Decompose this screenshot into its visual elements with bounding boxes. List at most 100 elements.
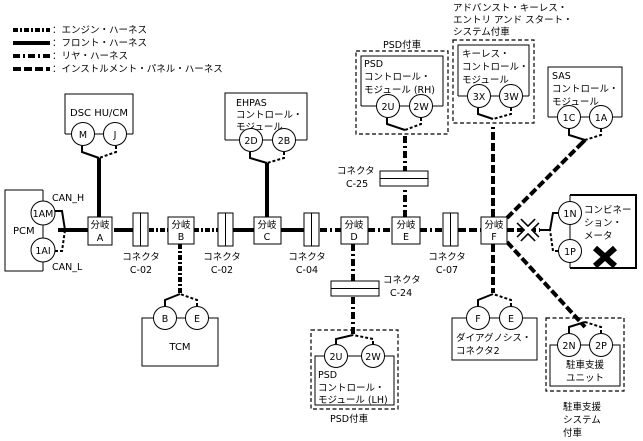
pin-1a — [589, 105, 613, 129]
connector-c24-label: コネクタ — [383, 275, 421, 286]
pin-2u-lh-label: 2U — [330, 352, 343, 363]
parking-line-1: 駐車支援 — [566, 359, 605, 371]
connector-c24-id: C-24 — [390, 288, 412, 299]
pin-1c-label: 1C — [563, 113, 576, 124]
pin-2p — [589, 333, 613, 357]
parking-option-line-1: 駐車支援 — [563, 401, 602, 413]
wire-f-parking — [505, 240, 587, 329]
dlc-line-1: ダイアグノシス・ — [456, 332, 531, 344]
pin-1ai-label: 1AI — [35, 246, 50, 257]
pin-2n-label: 2N — [562, 341, 575, 352]
connector-c25-label: コネクタ — [337, 166, 375, 177]
pin-3w-label: 3W — [503, 92, 519, 103]
pin-2d — [239, 128, 263, 152]
psd-lh-line-3: モジュール (LH) — [318, 395, 388, 406]
pin-3w — [499, 84, 523, 108]
branch-c: 分岐 C — [253, 216, 282, 245]
connector-c02-a-id: C-02 — [130, 265, 152, 276]
module-dsc-hu-cm: DSC HU/CM M J — [64, 93, 134, 159]
branch-e: 分岐 E — [391, 216, 421, 245]
pin-2w-lh — [361, 344, 385, 368]
keyless-option-line-3: システム付車 — [453, 26, 510, 38]
psd-lh-option-label: PSD付車 — [330, 413, 369, 425]
branch-a: 分岐 A — [87, 216, 113, 246]
pin-2p-label: 2P — [595, 341, 607, 352]
module-tcm: B E TCM — [141, 293, 219, 367]
branch-b-label: 分岐 — [171, 219, 191, 231]
combi-line-3: メータ — [584, 231, 613, 242]
keyless-option-line-2: エントリ アンド スタート・ — [453, 15, 573, 26]
psd-lh-option-frame — [310, 329, 399, 410]
pin-1am — [30, 200, 56, 226]
legend-label-front: ：フロント・ハーネス — [52, 38, 147, 49]
pin-1n-label: 1N — [563, 209, 576, 220]
psd-rh-line-2: コントロール・ — [364, 72, 431, 83]
pin-f — [466, 306, 490, 330]
pin-e-dlc — [499, 306, 523, 330]
pin-1n — [558, 201, 582, 225]
connector-c02-b-label: コネクタ — [203, 252, 241, 263]
branch-c-label: 分岐 — [257, 219, 277, 231]
psd-lh-line-2: コントロール・ — [318, 383, 385, 394]
pin-2b — [272, 128, 296, 152]
legend: ：エンジン・ハーネス ：フロント・ハーネス ：リヤ・ハーネス ：インストルメント… — [13, 25, 223, 75]
branch-a-label: 分岐 — [90, 219, 110, 231]
branch-e-id: E — [403, 232, 409, 243]
connector-c07-label: コネクタ — [428, 252, 466, 263]
pin-b-label: B — [162, 314, 169, 325]
sas-line-2: コントロール・ — [552, 84, 619, 95]
branch-f-id: F — [491, 232, 496, 243]
legend-label-engine: ：エンジン・ハーネス — [52, 25, 147, 36]
can-l-label: CAN_L — [52, 262, 83, 273]
combi-line-1: コンビネー — [584, 205, 632, 216]
branch-a-id: A — [97, 233, 104, 244]
connector-c24: コネクタ C-24 — [330, 275, 421, 299]
pin-2w-lh-label: 2W — [365, 352, 381, 363]
dlc-line-2: コネクタ2 — [456, 346, 500, 357]
ehpas-line-1: EHPAS — [236, 98, 267, 109]
pin-1p — [558, 239, 582, 263]
connector-c02-b: コネクタ C-02 — [203, 212, 241, 276]
connector-c04-label: コネクタ — [288, 252, 326, 263]
pin-2w-rh — [409, 94, 433, 118]
psd-rh-option-label: PSD付車 — [383, 39, 422, 51]
branch-f: 分岐 F — [480, 216, 508, 245]
module-parking-assist: 2N 2P 駐車支援 ユニット 駐車支援 システム 付車 — [545, 317, 625, 439]
keyless-line-2: コントロール・ — [462, 62, 529, 73]
pin-f-label: F — [475, 314, 480, 325]
pin-j — [103, 122, 127, 146]
pin-e-dlc-label: E — [508, 314, 514, 325]
pin-1am-label: 1AM — [33, 209, 54, 220]
module-psd-rh: PSD付車 PSD コントロール・ モジュール (RH) 2U 2W — [355, 39, 449, 135]
connector-c02-a-label: コネクタ — [122, 252, 160, 263]
branch-d: 分岐 D — [340, 216, 369, 245]
sas-line-1: SAS — [552, 71, 571, 82]
keyless-line-1: キーレス・ — [462, 49, 510, 60]
keyless-option-frame — [452, 39, 535, 124]
pin-2d-label: 2D — [244, 136, 257, 147]
ehpas-line-3: モジュール — [236, 122, 283, 133]
branch-b: 分岐 B — [167, 216, 195, 245]
module-psd-lh: 2U 2W PSD コントロール・ モジュール (LH) PSD付車 — [310, 329, 399, 425]
module-sas: SAS コントロール・ モジュール 1C 1A — [547, 66, 623, 150]
parking-option-line-3: 付車 — [563, 427, 583, 439]
keyless-option-line-1: アドバンスト・キーレス・ — [453, 3, 567, 14]
parking-line-2: ユニット — [566, 373, 604, 384]
pin-3x-label: 3X — [473, 92, 486, 103]
connector-c02-b-id: C-02 — [211, 265, 233, 276]
branch-e-label: 分岐 — [396, 219, 416, 231]
branch-d-label: 分岐 — [344, 219, 364, 231]
ehpas-line-2: コントロール・ — [236, 110, 303, 121]
pin-2u-rh — [376, 94, 400, 118]
pin-1a-label: 1A — [595, 113, 608, 124]
dsc-label: DSC HU/CM — [70, 108, 128, 119]
module-diagnosis-connector-2: F E ダイアグノシス・ コネクタ2 — [451, 293, 538, 361]
combi-line-2: ション・ — [584, 218, 622, 229]
parking-option-line-2: システム — [563, 415, 601, 426]
pin-e-label: E — [194, 314, 200, 325]
connector-c07: コネクタ C-07 — [428, 212, 466, 276]
legend-label-instrument: ：インストルメント・パネル・ハーネス — [52, 64, 223, 75]
legend-label-rear: ：リヤ・ハーネス — [52, 51, 128, 62]
psd-rh-line-1: PSD — [364, 59, 383, 70]
parking-option-frame — [545, 317, 625, 392]
